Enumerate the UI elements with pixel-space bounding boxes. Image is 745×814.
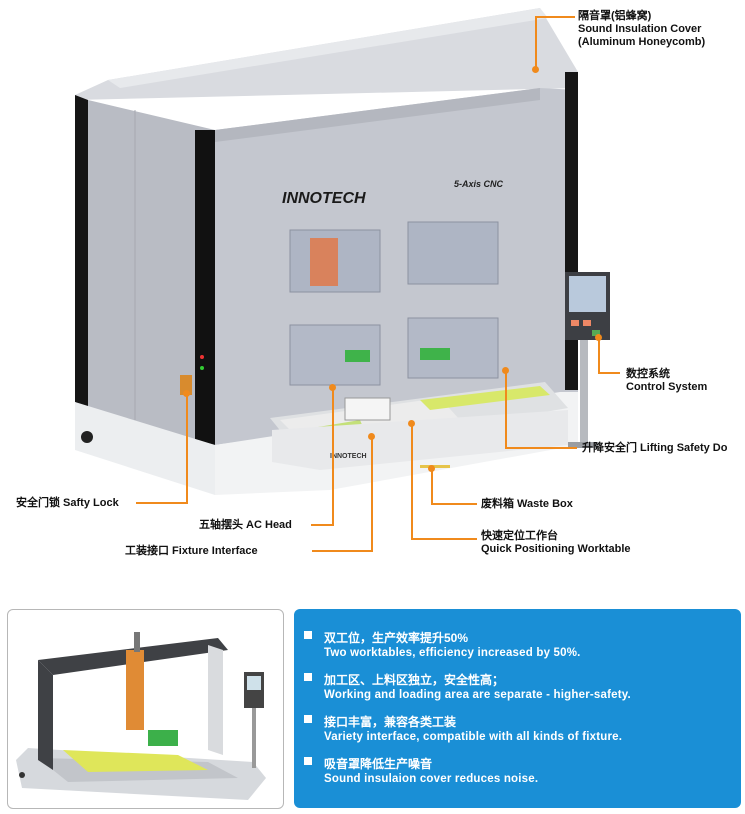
machine-illustration: INNOTECH 5-Axis CNC INNOTECH: [75, 8, 610, 495]
lock-leader: [186, 393, 188, 503]
feature-en: Two worktables, efficiency increased by …: [324, 647, 581, 659]
control-zh: 数控系统: [626, 368, 670, 380]
bullet-square-icon: [304, 631, 312, 639]
fixture-leader-h: [312, 550, 373, 552]
fixture-label: 工装接口 Fixture Interface: [125, 545, 258, 557]
fixture-leader: [371, 436, 373, 551]
control-leader-h: [598, 372, 620, 374]
sound-cover-label: 隔音罩(铝蜂窝) Sound Insulation Cover (Aluminu…: [578, 10, 705, 49]
feature-zh: 吸音罩降低生产噪音: [324, 757, 433, 771]
bullet-square-icon: [304, 673, 312, 681]
waste-leader-h: [431, 503, 477, 505]
bullet-square-icon: [304, 757, 312, 765]
model-label: 5-Axis CNC: [454, 179, 504, 189]
sound-cover-zh: 隔音罩(铝蜂窝): [578, 10, 652, 22]
feature-panel: 双工位，生产效率提升50% Two worktables, efficiency…: [294, 609, 741, 808]
worktable-leader: [411, 423, 413, 539]
worktable-en: Quick Positioning Worktable: [481, 543, 631, 555]
feature-en: Sound insulaion cover reduces noise.: [324, 773, 539, 785]
ac-head-leader-h: [311, 524, 334, 526]
sound-cover-leader: [535, 16, 537, 70]
bullet-square-icon: [304, 715, 312, 723]
feature-zh: 双工位，生产效率提升50%: [324, 631, 469, 645]
waste-leader: [431, 468, 433, 504]
waste-box-label: 废料箱 Waste Box: [481, 498, 573, 510]
sound-cover-en2: (Aluminum Honeycomb): [578, 36, 706, 48]
worktable-label: 快速定位工作台 Quick Positioning Worktable: [481, 530, 631, 556]
feature-en: Working and loading area are separate - …: [324, 689, 631, 701]
lifting-door-label: 升降安全门 Lifting Safety Do: [582, 442, 728, 454]
sound-cover-leader-h: [535, 16, 575, 18]
sound-cover-en1: Sound Insulation Cover: [578, 23, 702, 35]
lift-door-leader-h: [505, 447, 577, 449]
ac-head-leader: [332, 387, 334, 525]
worktable-leader-h: [411, 538, 477, 540]
brand-logo: INNOTECH: [282, 190, 366, 207]
lift-door-leader: [505, 370, 507, 448]
gantry-thumbnail: [7, 609, 284, 809]
control-leader: [598, 337, 600, 373]
door-brand-label: INNOTECH: [330, 453, 367, 460]
worktable-zh: 快速定位工作台: [481, 530, 558, 542]
control-en: Control System: [626, 381, 708, 393]
feature-zh: 接口丰富，兼容各类工装: [324, 715, 457, 729]
safety-lock-label: 安全门锁 Safty Lock: [16, 497, 119, 509]
lock-leader-h: [136, 502, 188, 504]
control-system-label: 数控系统 Control System: [626, 368, 707, 394]
feature-zh: 加工区、上料区独立，安全性高；: [324, 673, 505, 687]
feature-en: Variety interface, compatible with all k…: [324, 731, 623, 743]
ac-head-label: 五轴摆头 AC Head: [199, 519, 292, 531]
